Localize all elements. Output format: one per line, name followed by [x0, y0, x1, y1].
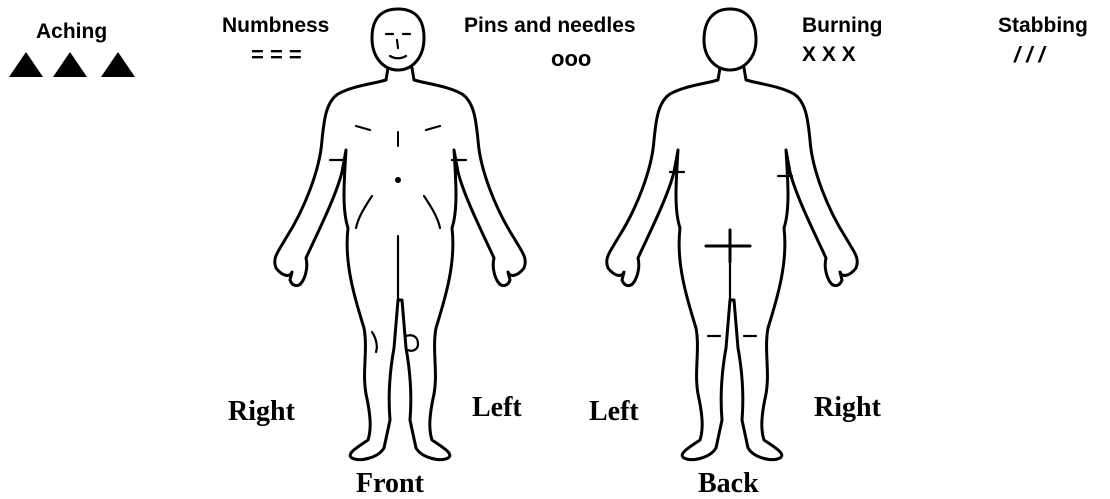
back-head	[704, 9, 756, 70]
front-left-label: Left	[472, 394, 522, 422]
front-head	[372, 9, 424, 70]
front-caption: Front	[356, 470, 424, 498]
front-knee-right	[372, 332, 377, 352]
front-right-label: Right	[228, 398, 295, 426]
front-face	[386, 34, 410, 58]
front-hip-left	[424, 196, 440, 228]
back-right-label: Right	[814, 394, 881, 422]
back-left-label: Left	[589, 398, 639, 426]
back-caption: Back	[698, 470, 759, 498]
front-navel	[395, 177, 401, 183]
front-knee-left	[406, 335, 418, 350]
front-chest-line-left	[426, 126, 440, 130]
front-hip-right	[356, 196, 372, 228]
back-spine-cross	[706, 230, 750, 262]
front-chest-line-right	[356, 126, 370, 130]
